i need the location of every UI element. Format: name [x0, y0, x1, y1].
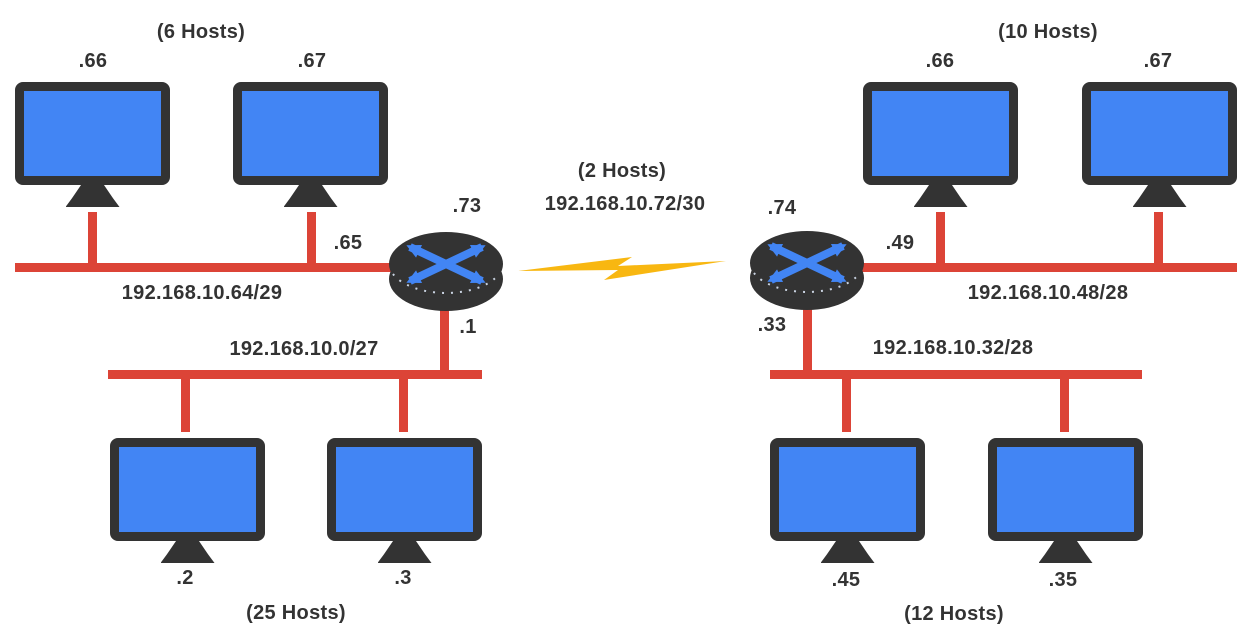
network-address-top-left: 192.168.10.64/29	[121, 282, 283, 304]
drop-router-a-downlink	[440, 309, 449, 374]
drop-top-right-host1	[936, 212, 945, 268]
interface-ip-top-right: .49	[885, 232, 915, 254]
monitor-stand	[820, 540, 875, 563]
segment-bottom-left-subnet	[108, 370, 482, 379]
computer-top-left-2	[233, 82, 388, 207]
router-icon	[387, 228, 505, 316]
network-address-bottom-left: 192.168.10.0/27	[229, 338, 379, 360]
host-ip-bottom-left-1: .2	[176, 567, 194, 589]
segment-top-left-subnet	[15, 263, 397, 272]
computer-icon	[233, 82, 388, 185]
computer-bottom-left-1	[110, 438, 265, 563]
computer-top-left-1	[15, 82, 170, 207]
monitor-stand	[283, 184, 338, 207]
segment-top-right-subnet	[858, 263, 1237, 272]
host-ip-top-left-1: .66	[78, 50, 108, 72]
hosts-count-wan: (2 Hosts)	[577, 160, 667, 182]
computer-icon	[988, 438, 1143, 541]
computer-icon	[863, 82, 1018, 185]
computer-icon	[110, 438, 265, 541]
computer-icon	[1082, 82, 1237, 185]
drop-bottom-right-host1	[842, 374, 851, 432]
drop-router-b-downlink	[803, 309, 812, 374]
computer-icon	[15, 82, 170, 185]
drop-bottom-left-host1	[181, 374, 190, 432]
lightning-bolt-icon	[518, 257, 726, 280]
interface-ip-bottom-right: .33	[757, 314, 787, 336]
hosts-count-top-right: (10 Hosts)	[998, 21, 1098, 43]
network-address-bottom-right: 192.168.10.32/28	[872, 337, 1034, 359]
monitor-stand	[65, 184, 120, 207]
segment-bottom-right-subnet	[770, 370, 1142, 379]
router-icon	[748, 227, 866, 315]
host-ip-bottom-left-2: .3	[394, 567, 412, 589]
network-address-wan: 192.168.10.72/30	[544, 193, 706, 215]
interface-ip-router-a: .73	[452, 195, 482, 217]
monitor-stand	[377, 540, 432, 563]
drop-top-right-host2	[1154, 212, 1163, 268]
drop-bottom-left-host2	[399, 374, 408, 432]
monitor-stand	[160, 540, 215, 563]
computer-top-right-2	[1082, 82, 1237, 207]
host-ip-bottom-right-2: .35	[1048, 569, 1078, 591]
computer-bottom-right-2	[988, 438, 1143, 563]
hosts-count-bottom-right: (12 Hosts)	[904, 603, 1004, 625]
drop-bottom-right-host2	[1060, 374, 1069, 432]
host-ip-top-left-2: .67	[297, 50, 327, 72]
host-ip-top-right-1: .66	[925, 50, 955, 72]
host-ip-bottom-right-1: .45	[831, 569, 861, 591]
hosts-count-bottom-left: (25 Hosts)	[246, 602, 346, 624]
drop-top-left-host1	[88, 212, 97, 268]
monitor-stand	[913, 184, 968, 207]
monitor-stand	[1132, 184, 1187, 207]
host-ip-top-right-2: .67	[1143, 50, 1173, 72]
interface-ip-top-left: .65	[333, 232, 363, 254]
interface-ip-router-b: .74	[767, 197, 797, 219]
computer-icon	[770, 438, 925, 541]
computer-bottom-right-1	[770, 438, 925, 563]
computer-top-right-1	[863, 82, 1018, 207]
monitor-stand	[1038, 540, 1093, 563]
network-address-top-right: 192.168.10.48/28	[967, 282, 1129, 304]
computer-icon	[327, 438, 482, 541]
hosts-count-top-left: (6 Hosts)	[156, 21, 246, 43]
interface-ip-bottom-left: .1	[459, 316, 477, 338]
drop-top-left-host2	[307, 212, 316, 268]
computer-bottom-left-2	[327, 438, 482, 563]
